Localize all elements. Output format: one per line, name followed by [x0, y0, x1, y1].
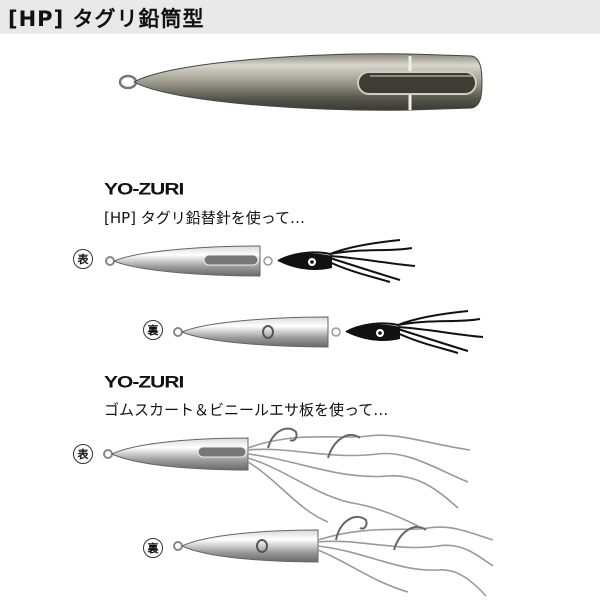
front-badge: 表: [73, 444, 93, 464]
main-sinker-image: [118, 53, 483, 111]
front-badge: 表: [73, 249, 93, 269]
title-bar: [HP] タグリ鉛筒型: [0, 0, 600, 34]
brand-logo: YO-ZURI: [104, 180, 184, 199]
sinker-back-with-skirt: [173, 515, 494, 597]
sinker-front-with-skirt: [103, 427, 471, 527]
section-caption: ゴムスカート＆ビニールエサ板を使って…: [104, 401, 389, 419]
sinker-back-with-hook: [173, 310, 484, 354]
sinker-front-with-hook: [105, 239, 416, 283]
back-badge: 裏: [143, 320, 163, 340]
section-caption: [HP] タグリ鉛替針を使って…: [104, 209, 306, 227]
brand-logo: YO-ZURI: [104, 373, 184, 392]
back-badge: 裏: [143, 538, 163, 558]
page-title: [HP] タグリ鉛筒型: [8, 7, 205, 31]
